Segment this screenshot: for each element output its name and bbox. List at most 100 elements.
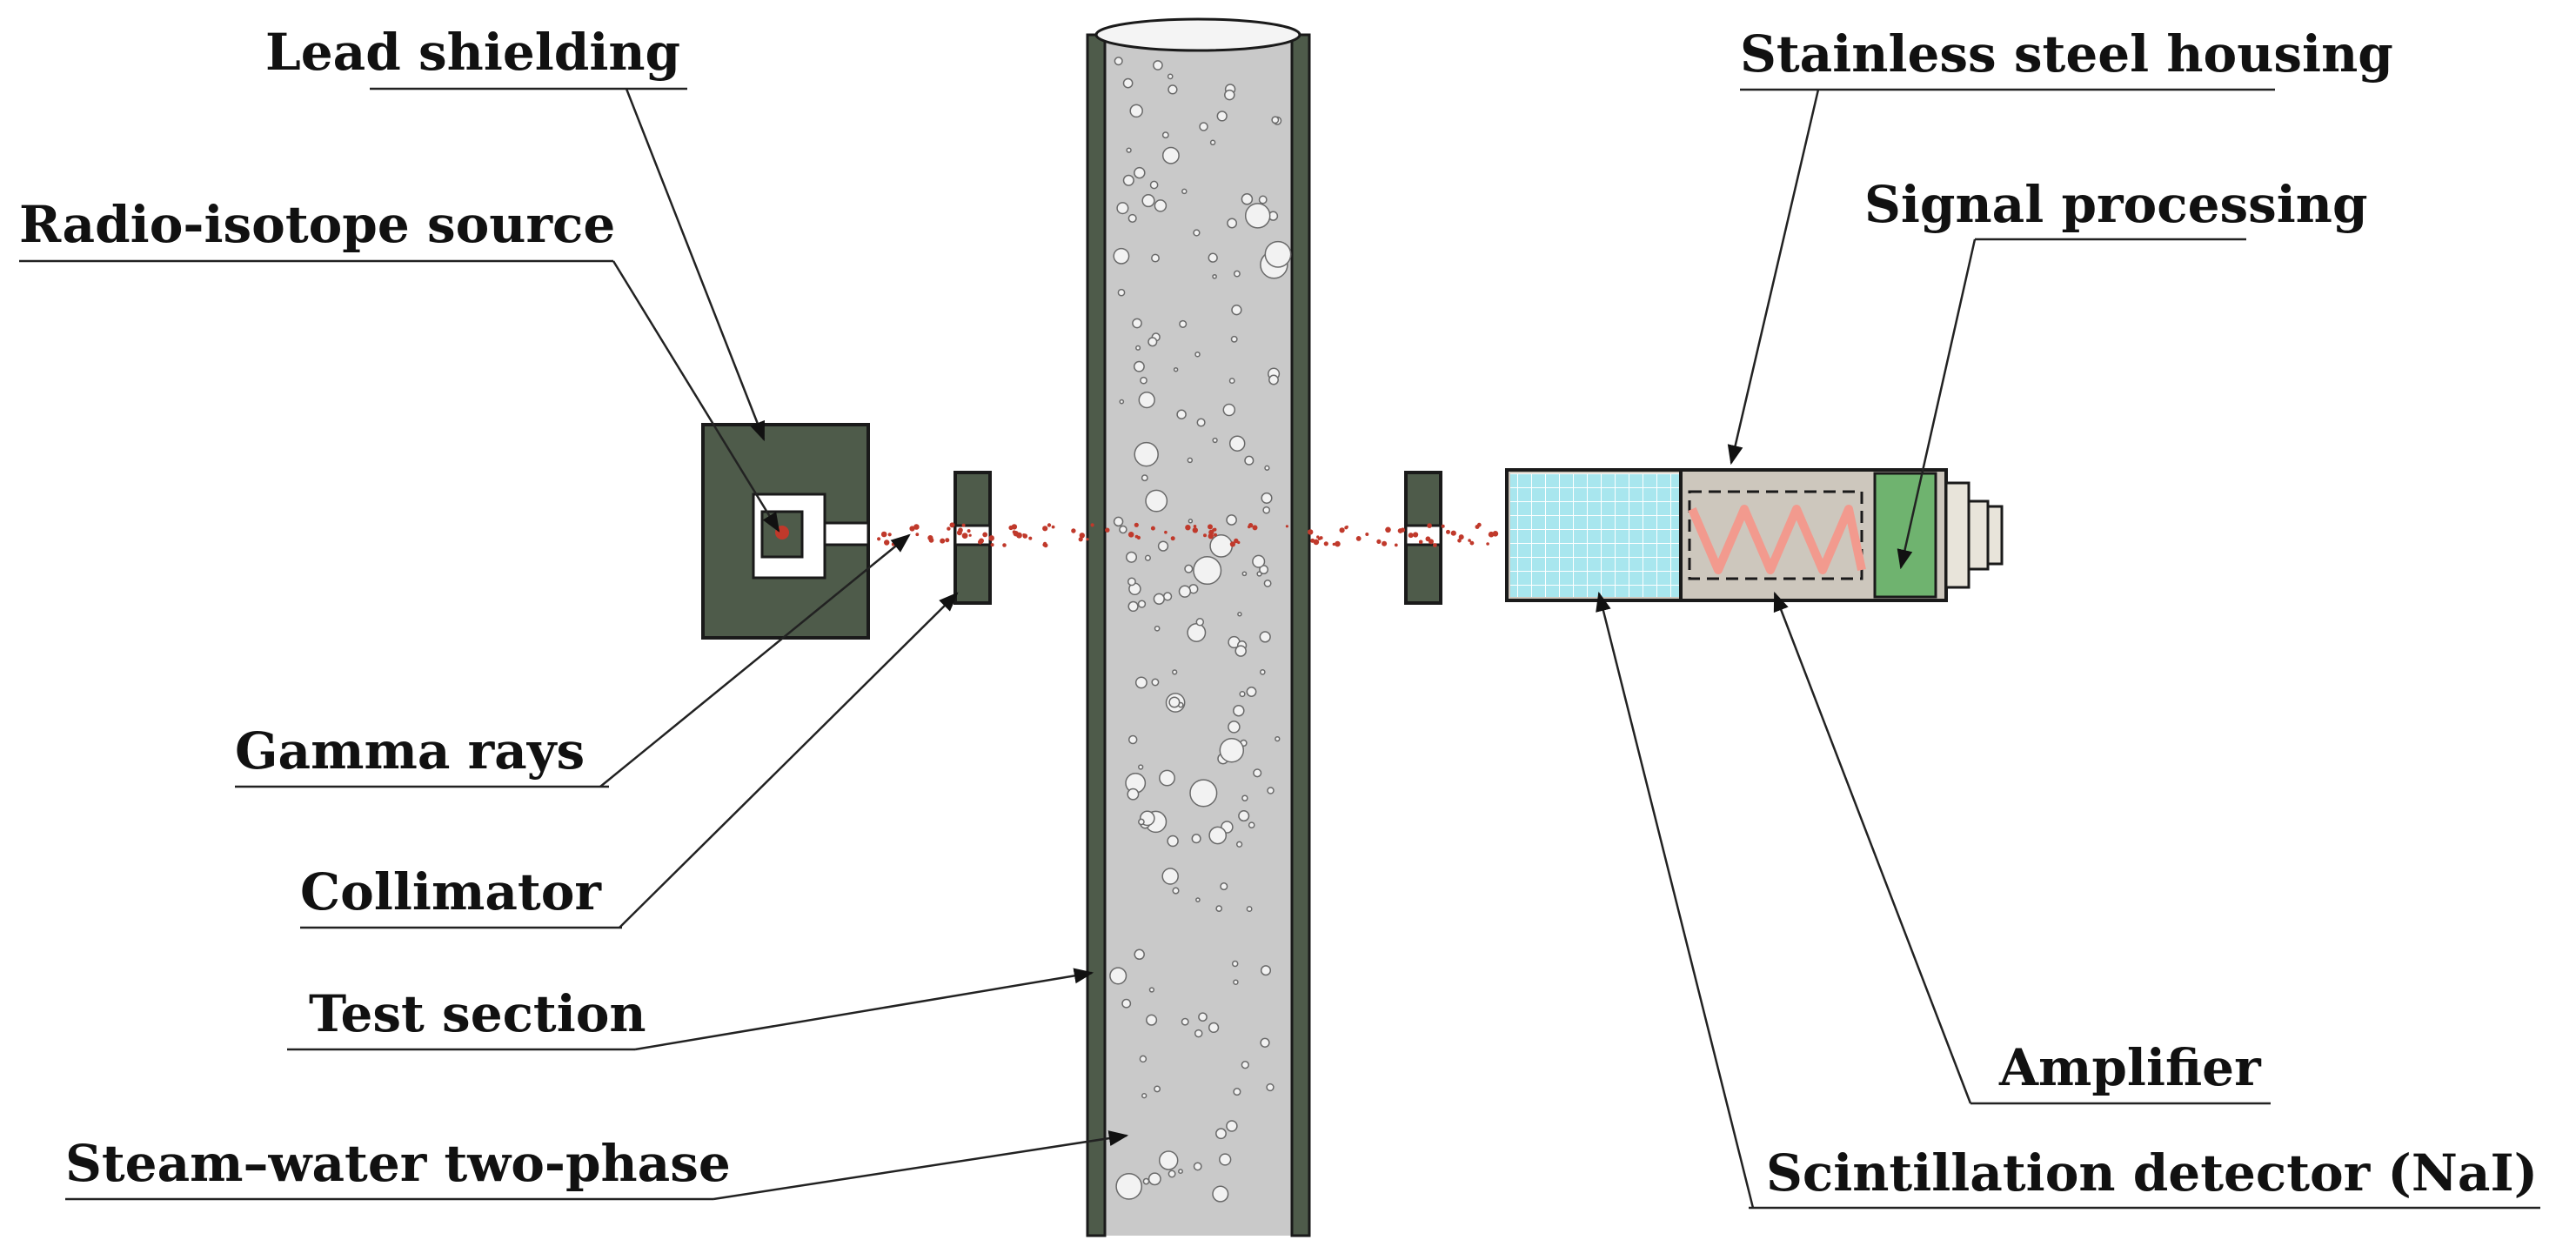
gamma-ray-dot — [1450, 530, 1456, 536]
steam-bubble — [1167, 834, 1179, 848]
steam-bubble — [1114, 57, 1123, 66]
steam-bubble — [1172, 887, 1180, 895]
gamma-ray-dot — [1446, 529, 1450, 534]
gamma-ray-dot — [1047, 523, 1052, 527]
steam-bubble — [1209, 139, 1216, 146]
steam-bubble — [1140, 376, 1147, 385]
steam-bubble — [1127, 577, 1136, 586]
detector-assembly — [1505, 468, 2004, 602]
gamma-ray-dot — [990, 543, 994, 547]
steam-bubble — [1252, 554, 1266, 568]
steam-bubble — [1267, 787, 1275, 794]
gamma-ray-dot — [1203, 533, 1207, 538]
gamma-ray-dot — [1252, 525, 1258, 531]
gamma-ray-dot — [1002, 543, 1007, 547]
steam-bubble — [1233, 270, 1241, 278]
steam-bubble — [1161, 131, 1169, 139]
gamma-ray-dot — [1441, 524, 1445, 528]
steam-bubble — [1153, 593, 1165, 605]
svg-text:Steam–water two-phase: Steam–water two-phase — [65, 1134, 731, 1193]
steam-bubble — [1266, 1082, 1275, 1092]
steam-bubble — [1208, 826, 1228, 845]
steam-bubble — [1168, 1170, 1176, 1178]
steam-bubble — [1241, 794, 1248, 801]
gamma-ray-dot — [1079, 533, 1086, 539]
svg-text:Test section: Test section — [309, 984, 646, 1043]
steam-bubble — [1137, 600, 1147, 608]
svg-text:Amplifier: Amplifier — [1998, 1038, 2262, 1097]
steam-bubble — [1228, 378, 1235, 385]
steam-bubble — [1148, 987, 1155, 993]
gamma-ray-dot — [1078, 537, 1083, 542]
steam-bubble — [1208, 1022, 1220, 1034]
gamma-ray-dot — [915, 533, 920, 537]
steam-bubble — [1193, 555, 1222, 586]
gamma-ray-dot — [1193, 525, 1197, 528]
steam-bubble — [1248, 821, 1255, 829]
gamma-ray-dot — [1213, 533, 1218, 537]
steam-bubble — [1115, 1173, 1143, 1200]
gamma-ray-dot — [1310, 538, 1315, 543]
steam-bubble — [1222, 403, 1236, 417]
steam-bubble — [1132, 318, 1142, 329]
gamma-ray-dot — [978, 540, 983, 545]
gamma-ray-dot — [945, 538, 950, 543]
steam-bubble — [1117, 288, 1126, 297]
gamma-ray-dot — [967, 529, 971, 533]
gamma-ray-dot — [887, 533, 892, 537]
steam-bubble — [1188, 519, 1194, 524]
gamma-ray-dot — [1418, 540, 1423, 545]
steam-bubble — [1237, 612, 1242, 617]
gamma-ray-dot — [1433, 543, 1437, 547]
steam-bubble — [1226, 514, 1237, 526]
steam-bubble — [1129, 104, 1143, 118]
steam-bubble — [1159, 769, 1175, 787]
gamma-ray-dot — [1086, 538, 1089, 541]
steam-bubble — [1157, 540, 1169, 552]
gamma-ray-dot — [968, 533, 972, 537]
steam-bubble — [1162, 592, 1173, 601]
gamma-ray-dot — [1457, 539, 1462, 543]
steam-bubble — [1260, 965, 1272, 976]
steam-bubble — [1138, 764, 1144, 770]
gamma-ray-dot — [1413, 532, 1419, 538]
steam-bubble — [1153, 60, 1163, 70]
steam-bubble — [1184, 564, 1194, 573]
gamma-ray-dot — [877, 537, 881, 541]
gamma-ray-dot — [1090, 523, 1094, 527]
label-stainless-steel-housing: Stainless steel housing — [1727, 24, 2393, 466]
steam-bubble — [1151, 678, 1160, 687]
gamma-ray-dot — [1400, 527, 1406, 533]
label-lead-shielding: Lead shielding — [265, 23, 766, 442]
steam-bubble — [1147, 1172, 1161, 1186]
gamma-ray-dot — [1043, 541, 1047, 546]
gamma-ray-dot — [1408, 533, 1414, 539]
steam-bubble — [1268, 374, 1279, 385]
gamma-ray-dot — [1335, 540, 1341, 547]
steam-bubble — [1246, 906, 1253, 913]
steam-bubble — [1125, 551, 1138, 563]
gamma-ray-dot — [1458, 534, 1464, 540]
steam-bubble — [1133, 360, 1145, 372]
gamma-ray-dot — [1192, 527, 1199, 533]
steam-bubble — [1220, 882, 1228, 891]
gamma-ray-dot — [1394, 543, 1398, 547]
steam-bubble — [1209, 534, 1234, 558]
steam-bubble — [1116, 202, 1129, 215]
steam-bubble — [1228, 435, 1246, 452]
steam-bubble — [1212, 437, 1218, 444]
steam-bubble — [1121, 998, 1132, 1009]
steam-bubble — [1154, 1085, 1161, 1093]
steam-bubble — [1172, 669, 1178, 675]
test-section-pipe — [1086, 17, 1311, 1237]
gamma-ray-dot — [1134, 522, 1139, 527]
steam-bubble — [1244, 203, 1271, 229]
steam-bubble — [1231, 960, 1239, 968]
amplifier-module — [1688, 490, 1863, 580]
steam-bubble — [1179, 319, 1188, 328]
steam-bubble — [1233, 704, 1245, 717]
gamma-ray-dot — [1136, 535, 1141, 540]
gamma-ray-dot — [1486, 542, 1489, 546]
steam-bubble — [1260, 1037, 1270, 1048]
